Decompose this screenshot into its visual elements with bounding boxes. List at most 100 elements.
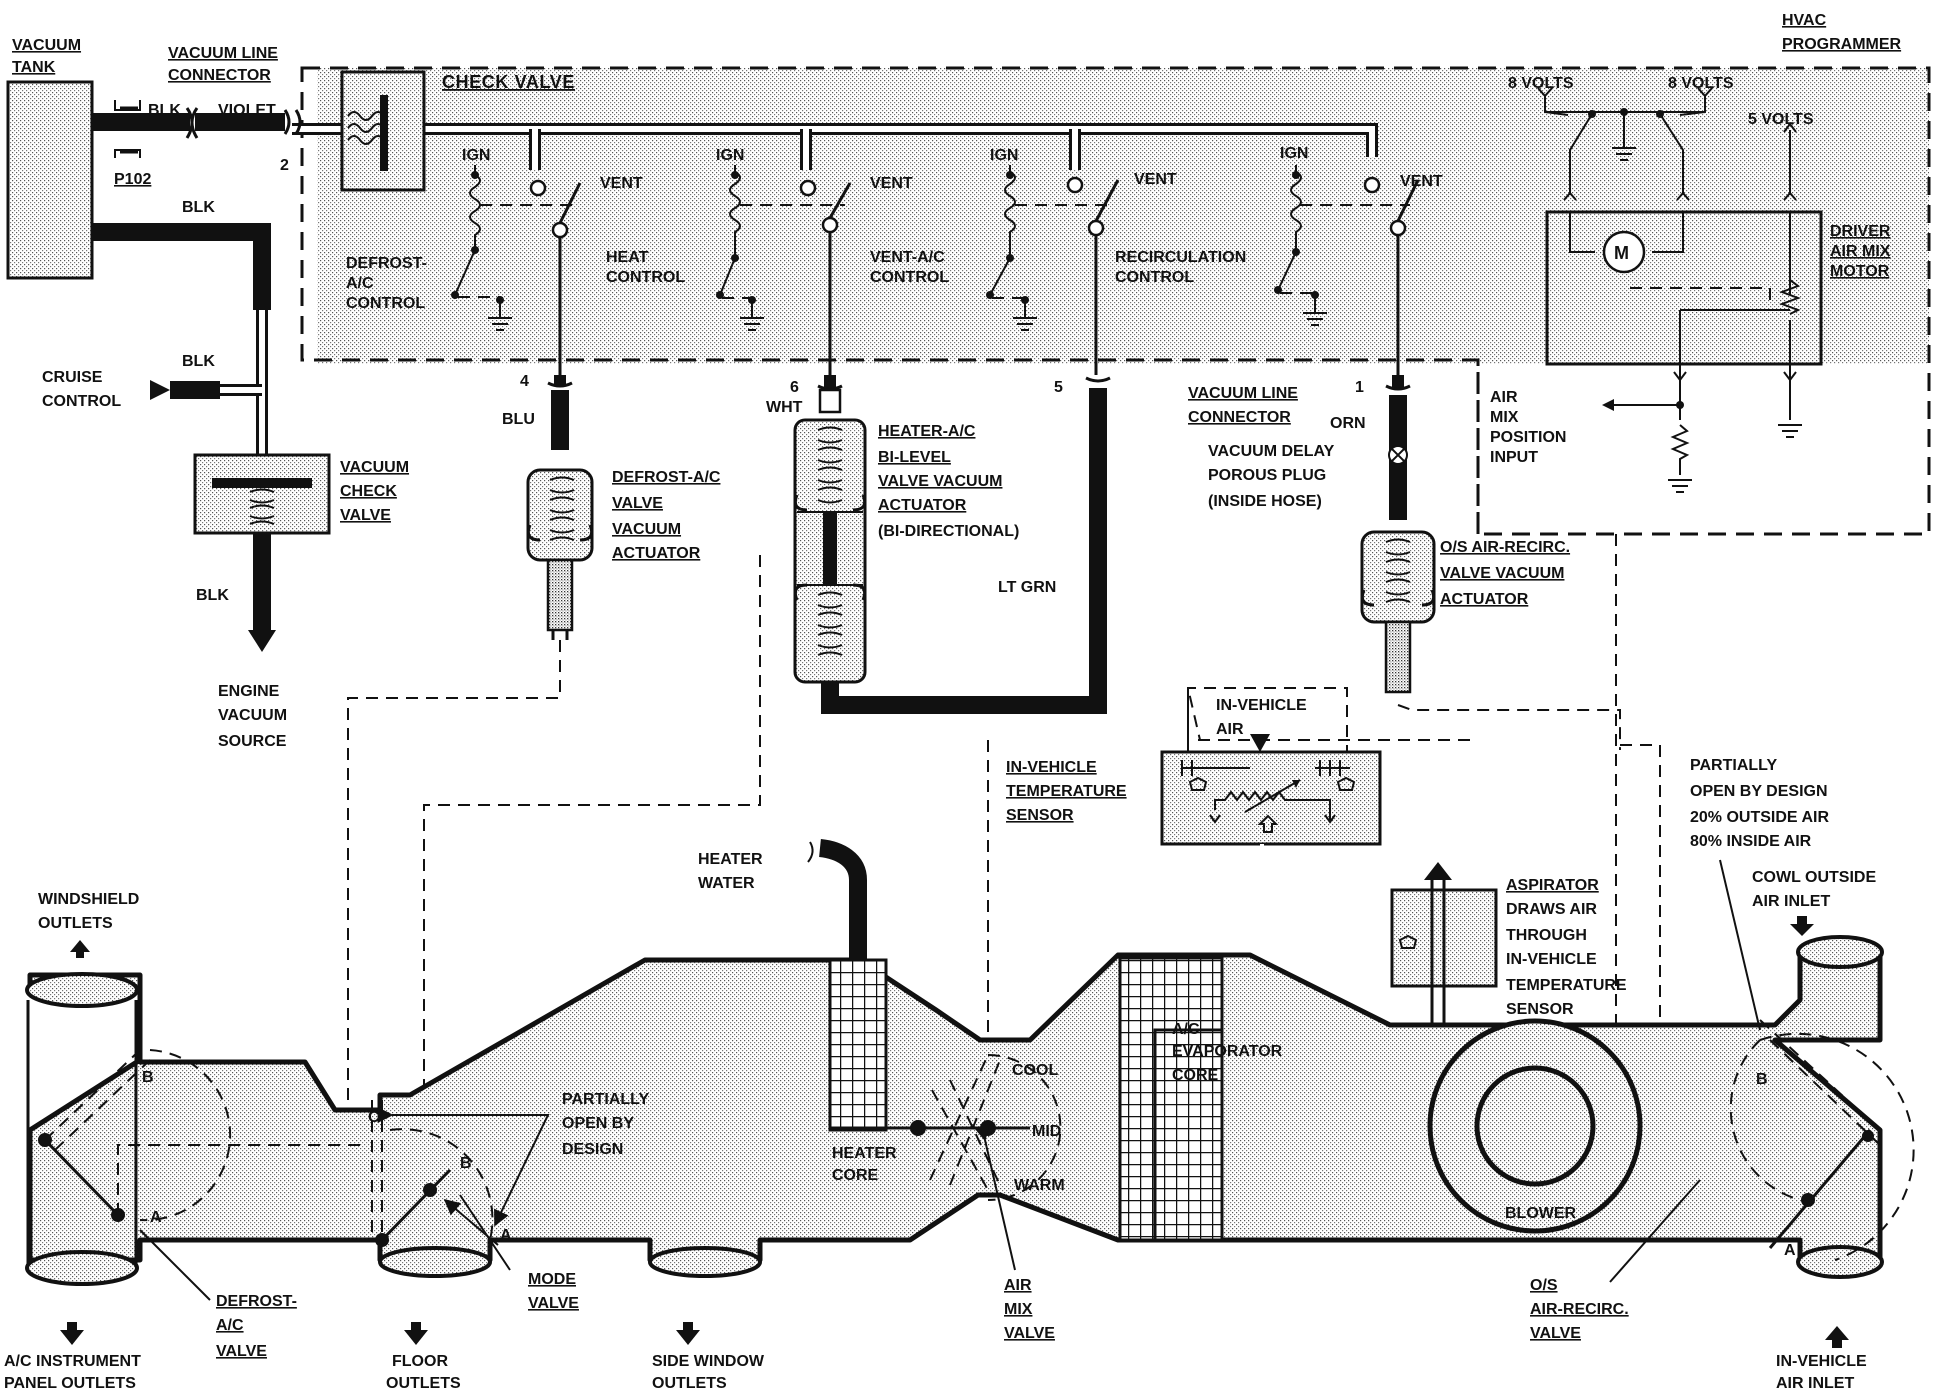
svg-text:EVAPORATOR: EVAPORATOR [1172, 1043, 1283, 1060]
side-window-outlets-label: SIDE WINDOW OUTLETS [652, 1353, 765, 1392]
aspirator [1260, 844, 1498, 1060]
p102-label: P102 [114, 171, 151, 188]
svg-text:PANEL OUTLETS: PANEL OUTLETS [4, 1375, 136, 1392]
svg-text:DESIGN: DESIGN [562, 1141, 623, 1158]
svg-text:VACUUM: VACUUM [12, 37, 81, 54]
svg-text:SENSOR: SENSOR [1506, 1001, 1574, 1018]
pin-4-label: 4 [520, 373, 529, 390]
svg-text:OUTLETS: OUTLETS [38, 915, 113, 932]
svg-text:DEFROST-: DEFROST- [346, 255, 427, 272]
svg-text:ENGINE: ENGINE [218, 683, 280, 700]
defrost-ac-actuator [526, 375, 594, 640]
wht-label: WHT [766, 399, 803, 416]
mid-label: MID [1032, 1123, 1061, 1140]
svg-text:RECIRCULATION: RECIRCULATION [1115, 249, 1246, 266]
defrost-ac-valve-label: DEFROST- A/C VALVE [216, 1293, 297, 1360]
svg-text:CONTROL: CONTROL [346, 295, 425, 312]
svg-text:COWL OUTSIDE: COWL OUTSIDE [1752, 869, 1876, 886]
pin-6-label: 6 [790, 379, 799, 396]
check-valve-label: CHECK VALVE [442, 72, 575, 92]
svg-text:MODE: MODE [528, 1271, 576, 1288]
vacuum-line-connector-mid-label: VACUUM LINE CONNECTOR [1188, 385, 1298, 426]
svg-text:AIR: AIR [1004, 1277, 1032, 1294]
in-vehicle-temp-sensor [1160, 687, 1382, 846]
svg-text:AIR: AIR [1216, 721, 1244, 738]
svg-text:CHECK: CHECK [340, 483, 397, 500]
svg-text:VALVE: VALVE [612, 495, 663, 512]
svg-text:MIX: MIX [1004, 1301, 1033, 1318]
svg-text:POSITION: POSITION [1490, 429, 1566, 446]
vent-ac-control-label: VENT-A/C CONTROL [870, 249, 949, 286]
solenoid-heat: IGN VENT [716, 147, 913, 375]
svg-text:80% INSIDE AIR: 80% INSIDE AIR [1690, 833, 1812, 850]
heater-ac-bilevel-label: HEATER-A/C BI-LEVEL VALVE VACUUM ACTUATO… [878, 423, 1019, 540]
hvac-programmer-title: HVAC PROGRAMMER [1782, 12, 1902, 53]
svg-text:SIDE WINDOW: SIDE WINDOW [652, 1353, 765, 1370]
main-duct [25, 935, 1884, 1286]
ign-label: IGN [990, 147, 1018, 164]
violet-label: VIOLET [218, 102, 276, 119]
svg-text:SOURCE: SOURCE [218, 733, 287, 750]
cool-label: COOL [1012, 1062, 1058, 1079]
svg-text:POROUS PLUG: POROUS PLUG [1208, 467, 1326, 484]
svg-text:INPUT: INPUT [1490, 449, 1538, 466]
svg-text:CONNECTOR: CONNECTOR [1188, 409, 1291, 426]
svg-text:DEFROST-A/C: DEFROST-A/C [612, 469, 721, 486]
svg-text:OUTLETS: OUTLETS [386, 1375, 461, 1392]
svg-text:PROGRAMMER: PROGRAMMER [1782, 36, 1902, 53]
valve-c-label: C [368, 1109, 380, 1126]
svg-text:O/S AIR-RECIRC.: O/S AIR-RECIRC. [1440, 539, 1570, 556]
svg-text:VACUUM: VACUUM [218, 707, 287, 724]
vacuum-check-valve [193, 453, 331, 652]
svg-text:HEATER: HEATER [698, 851, 763, 868]
in-vehicle-air-inlet-label: IN-VEHICLE AIR INLET [1776, 1353, 1867, 1392]
svg-text:TANK: TANK [12, 59, 56, 76]
svg-text:PARTIALLY: PARTIALLY [562, 1091, 649, 1108]
mode-valve-label: MODE VALVE [528, 1271, 579, 1312]
svg-text:DEFROST-: DEFROST- [216, 1293, 297, 1310]
svg-text:PARTIALLY: PARTIALLY [1690, 757, 1777, 774]
svg-text:AIR INLET: AIR INLET [1752, 893, 1830, 910]
svg-text:OPEN BY: OPEN BY [562, 1115, 634, 1132]
valve-b-label: B [1756, 1071, 1768, 1088]
svg-text:VALVE: VALVE [340, 507, 391, 524]
aspirator-label: ASPIRATOR DRAWS AIR THROUGH IN-VEHICLE T… [1506, 877, 1627, 1018]
solenoid-recirc: IGN VENT [1274, 145, 1443, 375]
ign-label: IGN [716, 147, 744, 164]
svg-text:VACUUM DELAY: VACUUM DELAY [1208, 443, 1335, 460]
vacuum-line-connector-top-label: VACUUM LINE CONNECTOR [168, 45, 278, 84]
evaporator-core-label: A/C EVAPORATOR CORE [1172, 1021, 1283, 1084]
motor-circuit: 8 VOLTS 8 VOLTS 5 VOLTS M [1508, 75, 1823, 493]
svg-text:CONTROL: CONTROL [42, 393, 121, 410]
connector-5 [1085, 376, 1111, 383]
in-vehicle-air-label: IN-VEHICLE AIR [1216, 697, 1307, 738]
svg-text:CRUISE: CRUISE [42, 369, 103, 386]
blk-bottom-label: BLK [196, 587, 229, 604]
svg-text:VALVE: VALVE [1530, 1325, 1581, 1342]
svg-text:A/C: A/C [1172, 1021, 1200, 1038]
svg-text:VALVE VACUUM: VALVE VACUUM [878, 473, 1002, 490]
five-volts-label: 5 VOLTS [1748, 111, 1814, 128]
svg-text:VACUUM LINE: VACUUM LINE [1188, 385, 1298, 402]
svg-text:WINDSHIELD: WINDSHIELD [38, 891, 139, 908]
svg-text:IN-VEHICLE: IN-VEHICLE [1776, 1353, 1867, 1370]
partially-open-right-label: PARTIALLY OPEN BY DESIGN 20% OUTSIDE AIR… [1690, 757, 1829, 1031]
svg-text:A/C: A/C [346, 275, 374, 292]
cowl-outside-air-inlet-label: COWL OUTSIDE AIR INLET [1752, 869, 1876, 910]
svg-text:TEMPERATURE: TEMPERATURE [1506, 977, 1627, 994]
svg-text:IN-VEHICLE: IN-VEHICLE [1216, 697, 1307, 714]
svg-text:VALVE: VALVE [216, 1343, 267, 1360]
top-hose [92, 100, 302, 158]
air-mix-valve: COOL MID WARM [929, 1054, 1065, 1271]
svg-text:IN-VEHICLE: IN-VEHICLE [1506, 951, 1597, 968]
air-mix-valve-label: AIR MIX VALVE [1004, 1277, 1055, 1342]
svg-text:CORE: CORE [832, 1167, 879, 1184]
svg-text:AIR-RECIRC.: AIR-RECIRC. [1530, 1301, 1629, 1318]
svg-text:ACTUATOR: ACTUATOR [1440, 591, 1529, 608]
svg-text:DRAWS AIR: DRAWS AIR [1506, 901, 1597, 918]
svg-text:CONTROL: CONTROL [870, 269, 949, 286]
valve-a-label: A [500, 1227, 512, 1244]
svg-text:MIX: MIX [1490, 409, 1519, 426]
vent-label: VENT [1134, 171, 1177, 188]
svg-text:DRIVER: DRIVER [1830, 223, 1891, 240]
